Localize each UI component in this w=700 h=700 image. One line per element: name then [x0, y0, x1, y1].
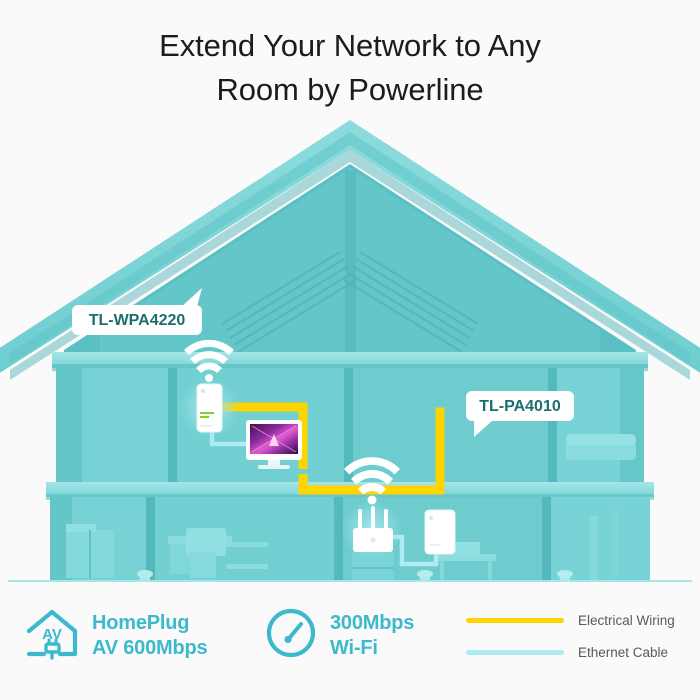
feature-homeplug: AV HomePlug AV 600Mbps [24, 606, 208, 665]
furniture-cabinet [66, 524, 114, 578]
callout-wpa4220: TL-WPA4220 [72, 288, 202, 335]
callout-wpa4220-label: TL-WPA4220 [89, 312, 186, 329]
wifi-signal-icon-downstairs [344, 457, 400, 505]
homeplug-av-house-icon: AV [24, 606, 80, 665]
homeplug-av-badge-text: AV [42, 626, 62, 643]
speedometer-gauge-icon [264, 606, 318, 665]
legend-ethernet-cable: Ethernet Cable [466, 636, 675, 668]
legend-electrical-label: Electrical Wiring [578, 612, 675, 628]
furniture-stairs [590, 508, 618, 582]
feature-bar: AV HomePlug AV 600Mbps 30 [0, 582, 700, 700]
device-wifi-router [353, 506, 393, 552]
legend-ethernet-label: Ethernet Cable [578, 644, 669, 660]
porch-railing [8, 570, 692, 582]
page-title-line-2: Room by Powerline [216, 72, 484, 108]
feature-homeplug-line-2: AV 600Mbps [92, 636, 208, 659]
legend-electrical-wiring: Electrical Wiring [466, 604, 675, 636]
callout-pa4010: TL-PA4010 [466, 391, 574, 437]
feature-wifi-speed: 300Mbps Wi-Fi [264, 606, 414, 665]
legend-ethernet-swatch [466, 649, 564, 655]
feature-homeplug-text: HomePlug AV 600Mbps [92, 611, 208, 660]
electrical-wiring-path [213, 402, 445, 495]
feature-homeplug-line-1: HomePlug [92, 612, 190, 635]
legend-electrical-swatch [466, 617, 564, 623]
house-illustration: TL-WPA4220 TL-PA4010 [0, 112, 700, 582]
device-desktop-monitor [238, 420, 312, 474]
feature-wifi-line-1: 300Mbps [330, 612, 415, 635]
page-title-line-1: Extend Your Network to Any [159, 28, 541, 63]
furniture-desk-chair [168, 528, 268, 578]
device-tl-pa4010 [424, 509, 456, 555]
furniture-bench [436, 542, 496, 581]
wifi-signal-icon-upstairs [184, 339, 234, 382]
house-upper-floor [56, 368, 644, 484]
feature-wifi-line-2: Wi-Fi [330, 636, 378, 659]
cable-legend: Electrical Wiring Ethernet Cable [466, 604, 675, 668]
page-title: Extend Your Network to Any Room by Power… [0, 24, 700, 112]
callout-pa4010-label: TL-PA4010 [479, 398, 561, 415]
feature-wifi-text: 300Mbps Wi-Fi [330, 611, 414, 660]
house-attic [64, 164, 636, 364]
device-tl-wpa4220 [196, 383, 223, 433]
